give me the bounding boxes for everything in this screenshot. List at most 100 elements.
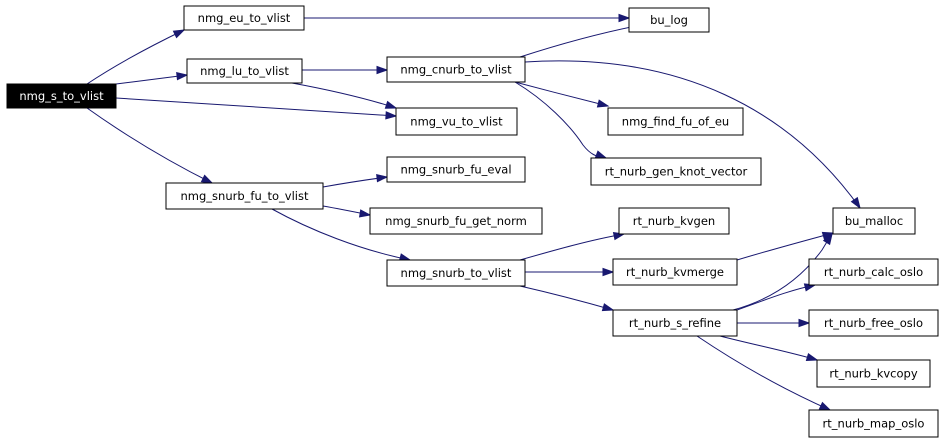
arrowhead-icon [596, 99, 610, 108]
node-label: rt_nurb_free_oslo [824, 316, 923, 330]
edge-nmg_cnurb_to_vlist-to-bu_malloc [524, 60, 861, 210]
node-box [607, 107, 744, 136]
node-box [808, 409, 939, 438]
arrowhead-icon [594, 150, 608, 159]
node-nmg_eu_to_vlist[interactable]: nmg_eu_to_vlist [183, 5, 305, 31]
node-box [816, 359, 931, 388]
node-rt_nurb_kvmerge[interactable]: rt_nurb_kvmerge [612, 258, 738, 286]
node-box [612, 309, 738, 337]
nodes-layer: nmg_s_to_vlist nmg_eu_to_vlist nmg_lu_to_v… [6, 5, 939, 438]
node-rt_nurb_gen_knot_vector[interactable]: rt_nurb_gen_knot_vector [590, 157, 762, 186]
edge-line [514, 81, 609, 107]
node-box [386, 259, 526, 287]
node-box [612, 258, 738, 286]
node-box [590, 157, 762, 186]
edge-nmg_snurb_fu_to_vlist-to-nmg_snurb_to_vlist [271, 208, 412, 262]
node-nmg_cnurb_to_vlist[interactable]: nmg_cnurb_to_vlist [386, 56, 526, 83]
edge-nmg_cnurb_to_vlist-to-nmg_find_fu_of_eu [514, 81, 610, 108]
edge-line [115, 97, 397, 117]
edge-nmg_s_to_vlist-to-nmg_eu_to_vlist [86, 29, 186, 85]
node-bu_log[interactable]: bu_log [628, 7, 710, 33]
node-label: nmg_snurb_fu_eval [400, 163, 511, 177]
node-box [6, 83, 117, 109]
arrowhead-icon [618, 13, 631, 23]
edge-nmg_s_to_vlist-to-nmg_vu_to_vlist [115, 97, 398, 120]
arrowhead-icon [376, 65, 389, 75]
node-rt_nurb_free_oslo[interactable]: rt_nurb_free_oslo [808, 309, 939, 337]
node-nmg_vu_to_vlist[interactable]: nmg_vu_to_vlist [395, 107, 518, 136]
node-box [165, 182, 324, 210]
node-label: nmg_snurb_fu_get_norm [385, 214, 527, 228]
edge-rt_nurb_s_refine-to-rt_nurb_kvcopy [719, 335, 819, 362]
arrowhead-icon [818, 401, 832, 411]
node-label: rt_nurb_map_oslo [823, 417, 925, 431]
node-nmg_find_fu_of_eu[interactable]: nmg_find_fu_of_eu [607, 107, 744, 136]
edge-line [736, 284, 816, 311]
node-nmg_snurb_fu_to_vlist[interactable]: nmg_snurb_fu_to_vlist [165, 182, 324, 210]
edge-rt_nurb_s_refine-to-rt_nurb_free_oslo [737, 318, 811, 328]
node-box [369, 207, 543, 235]
arrowhead-icon [176, 71, 189, 81]
node-label: bu_log [650, 13, 688, 27]
edge-nmg_cnurb_to_vlist-to-bu_log [519, 22, 643, 58]
node-label: rt_nurb_kvmerge [626, 265, 724, 279]
node-rt_nurb_kvcopy[interactable]: rt_nurb_kvcopy [816, 359, 931, 388]
node-box [386, 56, 526, 83]
edge-nmg_snurb_to_vlist-to-rt_nurb_kvmerge [525, 267, 615, 277]
node-label: nmg_vu_to_vlist [410, 115, 503, 129]
node-label: nmg_snurb_fu_to_vlist [181, 189, 309, 203]
arrowhead-icon [798, 318, 811, 328]
edge-line [291, 82, 397, 109]
arrowhead-icon [805, 352, 819, 362]
node-box [832, 207, 916, 235]
node-box [183, 5, 305, 31]
arrowhead-icon [384, 100, 398, 109]
node-rt_nurb_map_oslo[interactable]: rt_nurb_map_oslo [808, 409, 939, 438]
arrowhead-icon [376, 173, 389, 183]
node-nmg_lu_to_vlist[interactable]: nmg_lu_to_vlist [186, 58, 303, 84]
arrowhead-icon [200, 174, 214, 184]
node-label: rt_nurb_gen_knot_vector [605, 165, 748, 179]
node-label: bu_malloc [845, 214, 903, 228]
edges-layer [86, 13, 861, 411]
node-rt_nurb_s_refine[interactable]: rt_nurb_s_refine [612, 309, 738, 337]
node-nmg_s_to_vlist[interactable]: nmg_s_to_vlist [6, 83, 117, 109]
node-box [618, 207, 730, 235]
node-box [186, 58, 303, 84]
node-box [628, 7, 710, 33]
edge-nmg_s_to_vlist-to-nmg_lu_to_vlist [115, 71, 189, 85]
edge-rt_nurb_s_refine-to-rt_nurb_map_oslo [696, 335, 832, 411]
arrowhead-icon [172, 29, 186, 39]
edge-nmg_snurb_fu_to_vlist-to-nmg_snurb_fu_get_norm [322, 205, 372, 218]
edge-line [86, 107, 213, 184]
arrowhead-icon [822, 232, 833, 246]
arrowhead-icon [358, 209, 372, 218]
node-nmg_snurb_fu_eval[interactable]: nmg_snurb_fu_eval [386, 156, 526, 183]
edge-nmg_snurb_to_vlist-to-rt_nurb_s_refine [519, 285, 615, 312]
node-label: rt_nurb_kvcopy [829, 367, 917, 381]
node-box [395, 107, 518, 136]
node-label: rt_nurb_s_refine [629, 316, 721, 330]
arrowhead-icon [850, 196, 861, 210]
node-label: nmg_eu_to_vlist [198, 11, 291, 25]
arrowhead-icon [385, 111, 398, 120]
edge-line [86, 29, 185, 85]
node-box [808, 309, 939, 337]
edge-nmg_lu_to_vlist-to-nmg_cnurb_to_vlist [302, 65, 389, 75]
edge-line [519, 233, 625, 261]
node-label: nmg_s_to_vlist [19, 89, 104, 103]
edge-line [696, 335, 831, 411]
edge-nmg_s_to_vlist-to-nmg_snurb_fu_to_vlist [86, 107, 214, 184]
node-rt_nurb_kvgen[interactable]: rt_nurb_kvgen [618, 207, 730, 235]
node-label: nmg_find_fu_of_eu [622, 115, 729, 129]
arrowhead-icon [602, 267, 615, 277]
edge-line [519, 24, 642, 58]
node-nmg_snurb_to_vlist[interactable]: nmg_snurb_to_vlist [386, 259, 526, 287]
node-bu_malloc[interactable]: bu_malloc [832, 207, 916, 235]
node-nmg_snurb_fu_get_norm[interactable]: nmg_snurb_fu_get_norm [369, 207, 543, 235]
node-label: rt_nurb_kvgen [633, 214, 715, 228]
edge-line [115, 74, 188, 85]
node-box [808, 258, 939, 286]
node-rt_nurb_calc_oslo[interactable]: rt_nurb_calc_oslo [808, 258, 939, 286]
